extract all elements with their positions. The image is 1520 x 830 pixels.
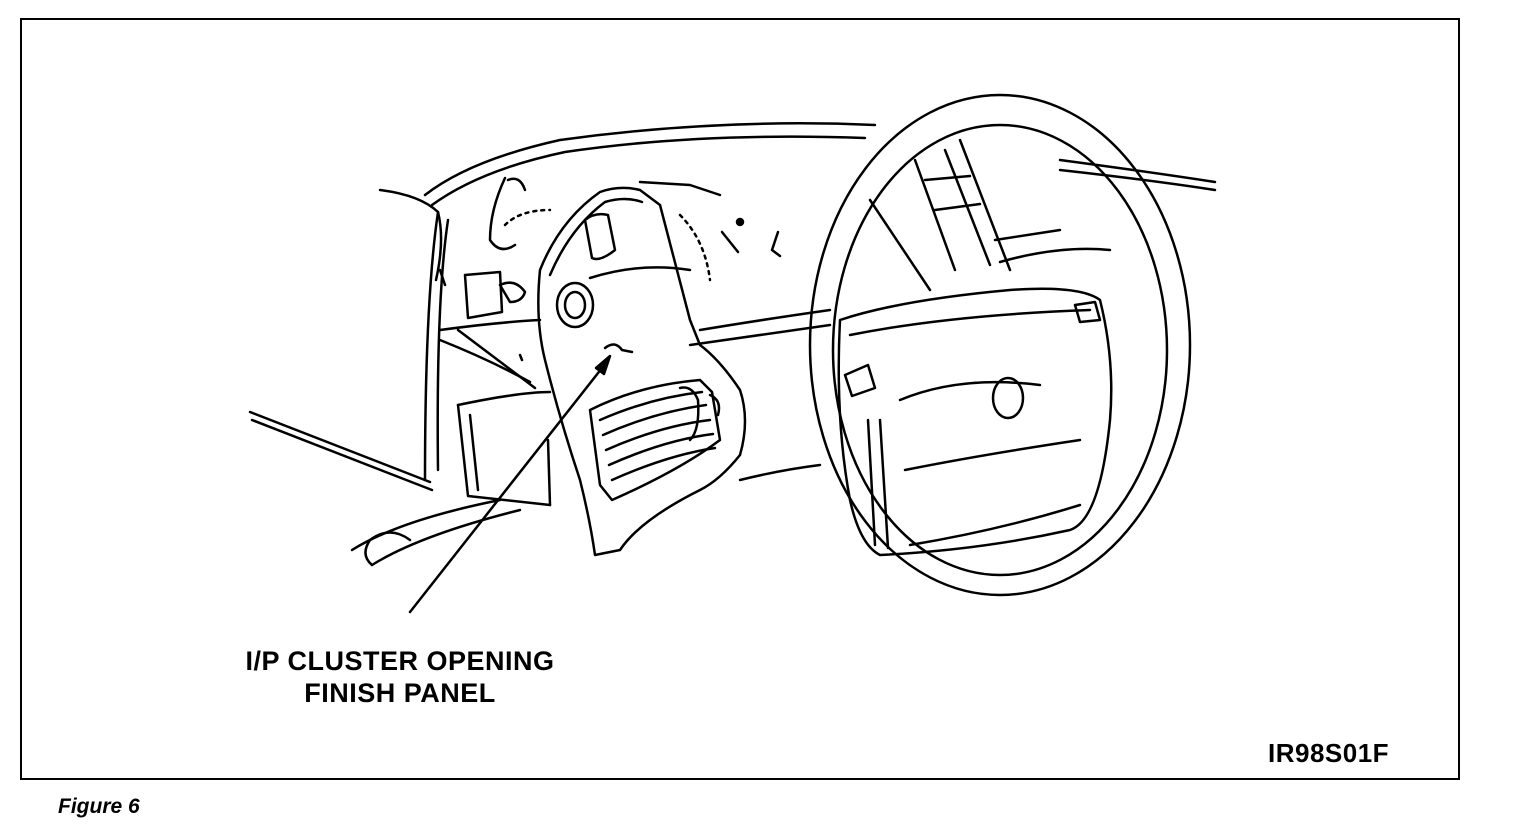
lower-dashboard bbox=[456, 308, 832, 507]
door-trim bbox=[248, 410, 522, 567]
air-vent bbox=[588, 378, 722, 502]
a-pillar bbox=[423, 210, 450, 482]
windshield-outline bbox=[378, 122, 1217, 282]
callout-leader bbox=[408, 354, 612, 614]
callout-label: I/P CLUSTER OPENING FINISH PANEL bbox=[220, 645, 580, 709]
steering-wheel bbox=[808, 93, 1192, 597]
callout-line-2: FINISH PANEL bbox=[304, 678, 496, 708]
finish-panel bbox=[537, 186, 747, 557]
figure-caption: Figure 6 bbox=[58, 795, 140, 818]
figure-frame bbox=[20, 18, 1460, 780]
instrument-cluster bbox=[438, 176, 782, 390]
callout-line-1: I/P CLUSTER OPENING bbox=[245, 646, 555, 676]
steering-spokes bbox=[868, 138, 1112, 292]
illustration-code: IR98S01F bbox=[1268, 738, 1390, 768]
airbag-hub bbox=[837, 287, 1113, 557]
